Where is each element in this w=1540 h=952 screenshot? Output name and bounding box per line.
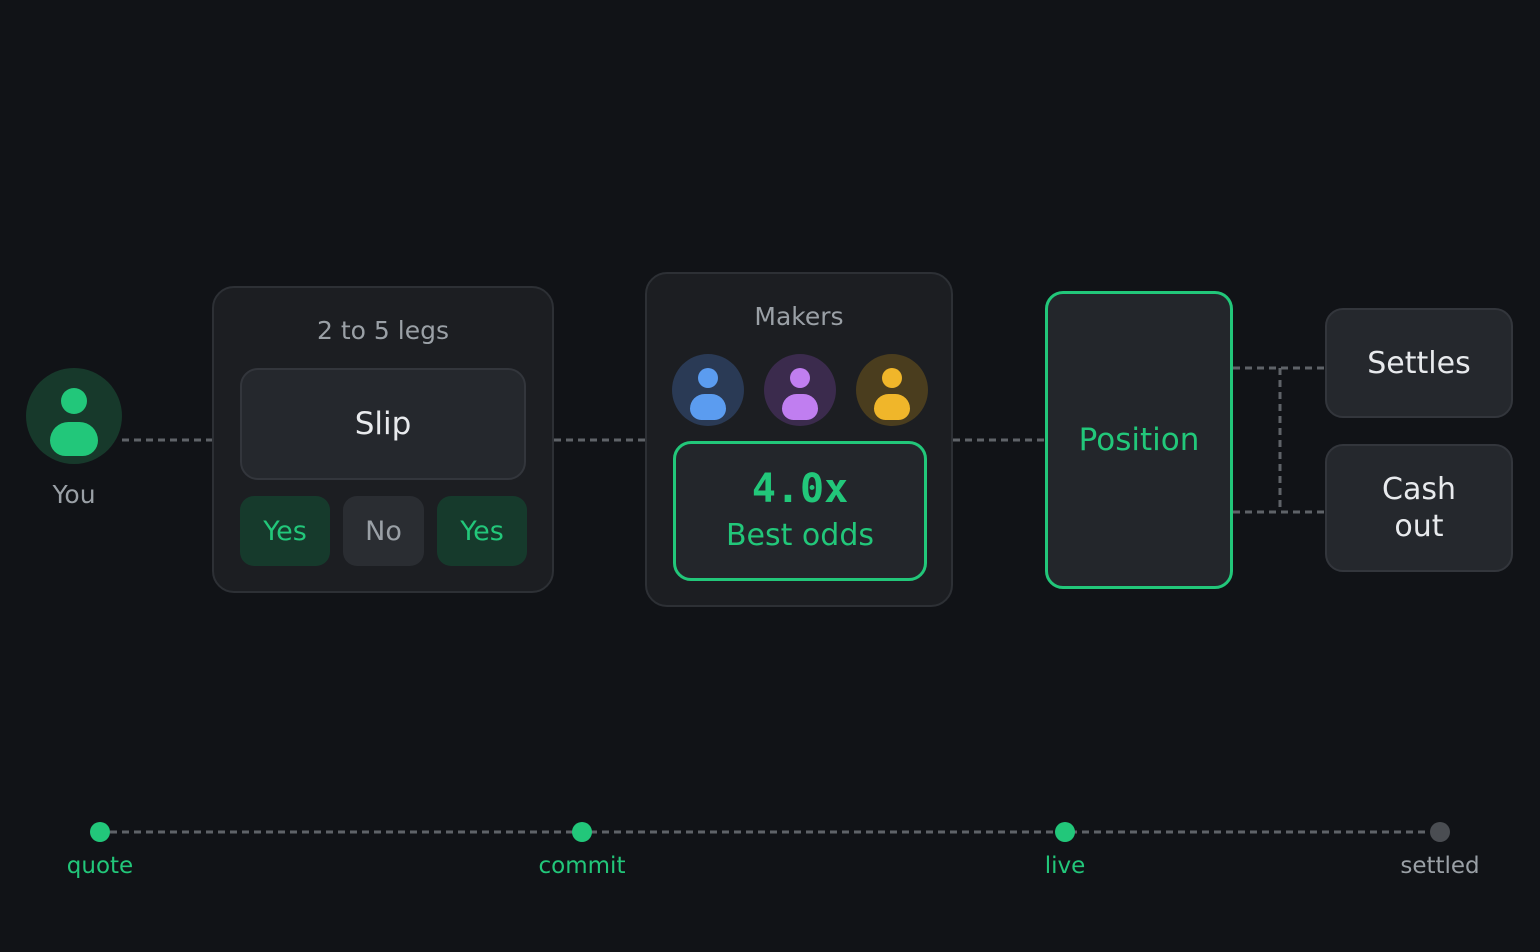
settles-label: Settles — [1367, 345, 1471, 381]
leg-chip-yes-2[interactable]: Yes — [437, 496, 527, 566]
leg-chip-no[interactable]: No — [343, 496, 424, 566]
timeline-dot-commit — [572, 822, 592, 842]
stage-label-commit: commit — [538, 853, 626, 879]
leg-chip-yes-1[interactable]: Yes — [240, 496, 330, 566]
cash-out-card[interactable]: Cash out — [1325, 444, 1513, 572]
timeline-dot-quote — [90, 822, 110, 842]
stage-label-live: live — [1044, 853, 1086, 879]
maker-gold-avatar-icon — [856, 354, 928, 426]
maker-purple-avatar-icon — [764, 354, 836, 426]
position-card[interactable]: Position — [1045, 291, 1233, 589]
makers-card: Makers 4.0x Best odds — [645, 272, 953, 607]
cash-out-label: Cash out — [1382, 472, 1456, 544]
odds-value: 4.0x — [751, 466, 849, 512]
slip-button[interactable]: Slip — [240, 368, 526, 480]
slip-title: Slip — [354, 406, 412, 442]
stage-label-quote: quote — [66, 853, 134, 879]
maker-blue-avatar-icon — [672, 354, 744, 426]
slip-card: 2 to 5 legs Slip Yes No Yes — [212, 286, 554, 593]
you-label: You — [52, 480, 96, 509]
position-label: Position — [1078, 422, 1200, 458]
best-odds-panel[interactable]: 4.0x Best odds — [673, 441, 927, 581]
stage-label-settled: settled — [1400, 853, 1480, 879]
legs-label: 2 to 5 legs — [317, 316, 449, 345]
makers-label: Makers — [754, 302, 844, 331]
timeline-dot-live — [1055, 822, 1075, 842]
settles-card[interactable]: Settles — [1325, 308, 1513, 418]
odds-label: Best odds — [725, 518, 875, 553]
timeline-dot-settled — [1430, 822, 1450, 842]
user-avatar-icon — [26, 368, 122, 464]
